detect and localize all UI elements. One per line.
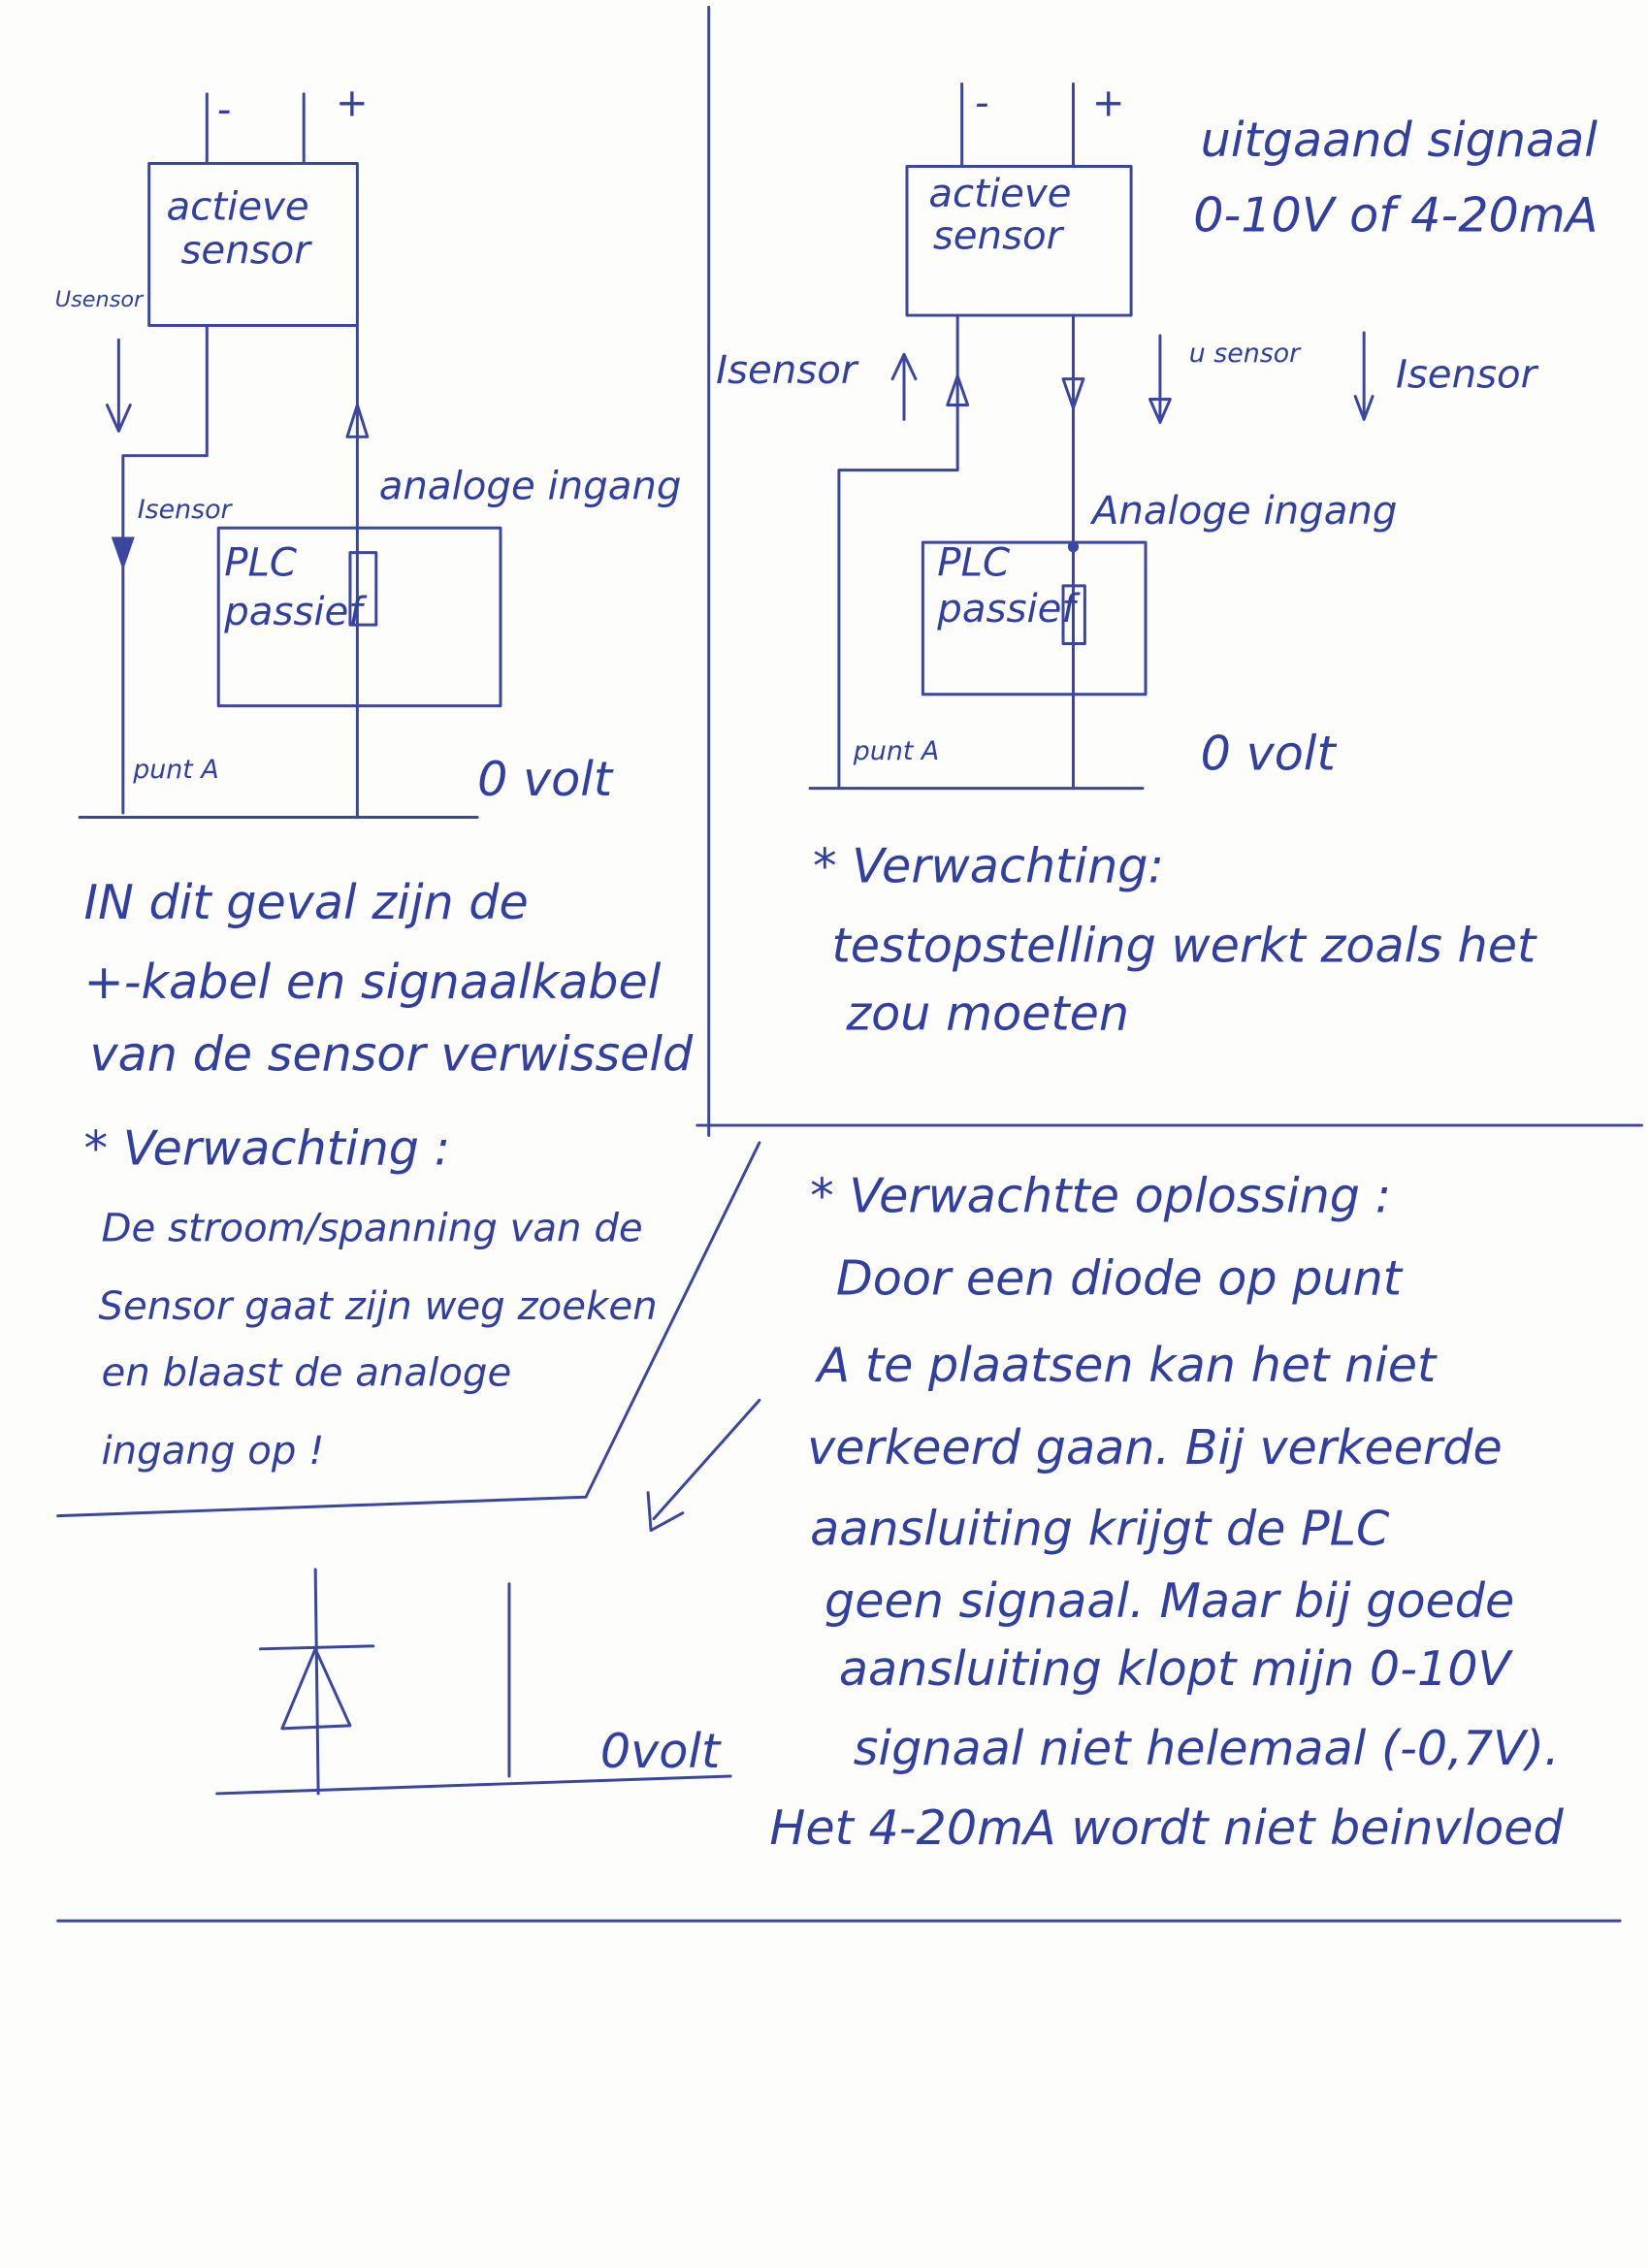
solution-line: A te plaatsen kan het niet xyxy=(815,1337,1439,1393)
plc-label: PLC xyxy=(937,540,1010,585)
left-circuit-diagram: - + actieve sensor Usensor Isensor analo… xyxy=(55,81,682,819)
arrow-down-icon xyxy=(105,338,132,433)
expectation-heading: * Verwachting : xyxy=(84,1119,451,1176)
resistor-icon xyxy=(348,551,378,627)
zero-volt-label: 0 volt xyxy=(1201,725,1338,781)
note-line: van de sensor verwisseld xyxy=(90,1025,694,1082)
analog-input-label: Analoge ingang xyxy=(1089,489,1398,534)
output-signal-label: uitgaand signaal xyxy=(1201,112,1599,168)
solution-line: aansluiting krijgt de PLC xyxy=(810,1500,1390,1556)
sensor-label-line2: sensor xyxy=(933,213,1065,258)
diode-bar xyxy=(258,1644,375,1651)
junction-dot xyxy=(1067,541,1080,553)
passive-label: passief xyxy=(936,587,1081,632)
zero-volt-label: 0 volt xyxy=(477,751,614,807)
section-divider xyxy=(56,1141,761,1518)
isensor-right-label: Isensor xyxy=(1396,353,1539,398)
pointer-arrow-icon xyxy=(646,1398,761,1533)
plus-label: + xyxy=(1092,81,1125,125)
note-line: en blaast de analoge xyxy=(101,1350,511,1395)
solution-line: Het 4-20mA wordt niet beinvloed xyxy=(769,1799,1564,1856)
arrow-up-icon xyxy=(345,404,370,438)
resistor-icon xyxy=(1061,584,1086,646)
signal-wire xyxy=(837,313,959,791)
solution-line: geen signaal. Maar bij goede xyxy=(824,1572,1514,1629)
zero-volt-label: 0volt xyxy=(600,1723,722,1779)
note-line: Sensor gaat zijn weg zoeken xyxy=(98,1284,657,1329)
solution-line: signaal niet helemaal (-0,7V). xyxy=(854,1720,1560,1776)
plus-label: + xyxy=(336,81,369,125)
plc-box xyxy=(216,526,502,708)
signal-wire xyxy=(121,324,209,815)
sensor-label-line1: actieve xyxy=(928,172,1071,216)
note-line: testopstelling werkt zoals het xyxy=(831,918,1537,974)
isensor-label: Isensor xyxy=(138,495,234,525)
note-line: IN dit geval zijn de xyxy=(84,874,529,930)
note-line: zou moeten xyxy=(845,986,1129,1042)
plc-label: PLC xyxy=(224,540,297,585)
arrow-up-icon xyxy=(946,374,970,406)
sensor-label-line2: sensor xyxy=(180,228,312,273)
solution-heading: * Verwachtte oplossing : xyxy=(810,1168,1391,1224)
note-line: De stroom/spanning van de xyxy=(101,1206,642,1250)
output-range-label: 0-10V of 4-20mA xyxy=(1193,187,1598,243)
diode-diagram: 0volt xyxy=(215,1568,732,1796)
point-a-label: punt A xyxy=(132,755,218,785)
solution-line: verkeerd gaan. Bij verkeerde xyxy=(807,1419,1503,1475)
sensor-label-line1: actieve xyxy=(167,185,309,230)
arrow-down-icon xyxy=(111,536,135,570)
arrow-up-icon xyxy=(890,352,918,421)
minus-label: - xyxy=(217,88,232,133)
left-notes: IN dit geval zijn de +-kabel en signaalk… xyxy=(84,874,694,1474)
diode-wire xyxy=(313,1568,320,1796)
note-line: ingang op ! xyxy=(101,1429,324,1474)
arrow-down-icon xyxy=(1353,331,1374,421)
arrow-down-icon xyxy=(1061,377,1085,409)
panel-border xyxy=(695,5,1643,1137)
active-sensor-box xyxy=(905,164,1133,317)
point-a-label: punt A xyxy=(853,736,939,766)
passive-label: passief xyxy=(223,590,368,634)
isensor-left-label: Isensor xyxy=(716,348,859,393)
note-line: +-kabel en signaalkabel xyxy=(84,954,662,1010)
arrow-down-icon xyxy=(1148,334,1172,424)
expected-solution-notes: * Verwachtte oplossing : Door een diode … xyxy=(769,1168,1564,1857)
expectation-heading: * Verwachting: xyxy=(813,838,1164,894)
ground-line xyxy=(215,1774,732,1796)
usensor-label: u sensor xyxy=(1189,339,1302,369)
minus-label: - xyxy=(975,81,989,125)
usensor-label: Usensor xyxy=(55,287,145,312)
diode-icon xyxy=(280,1647,352,1731)
plc-box xyxy=(921,540,1148,697)
solution-line: Door een diode op punt xyxy=(836,1250,1404,1307)
right-circuit-diagram: - + actieve sensor uitgaand signaal 0-10… xyxy=(716,81,1599,791)
active-sensor-box xyxy=(147,162,359,327)
analog-input-label: analoge ingang xyxy=(379,464,682,508)
right-expectation-notes: * Verwachting: testopstelling werkt zoal… xyxy=(813,838,1537,1042)
solution-line: aansluiting klopt mijn 0-10V xyxy=(839,1640,1514,1697)
